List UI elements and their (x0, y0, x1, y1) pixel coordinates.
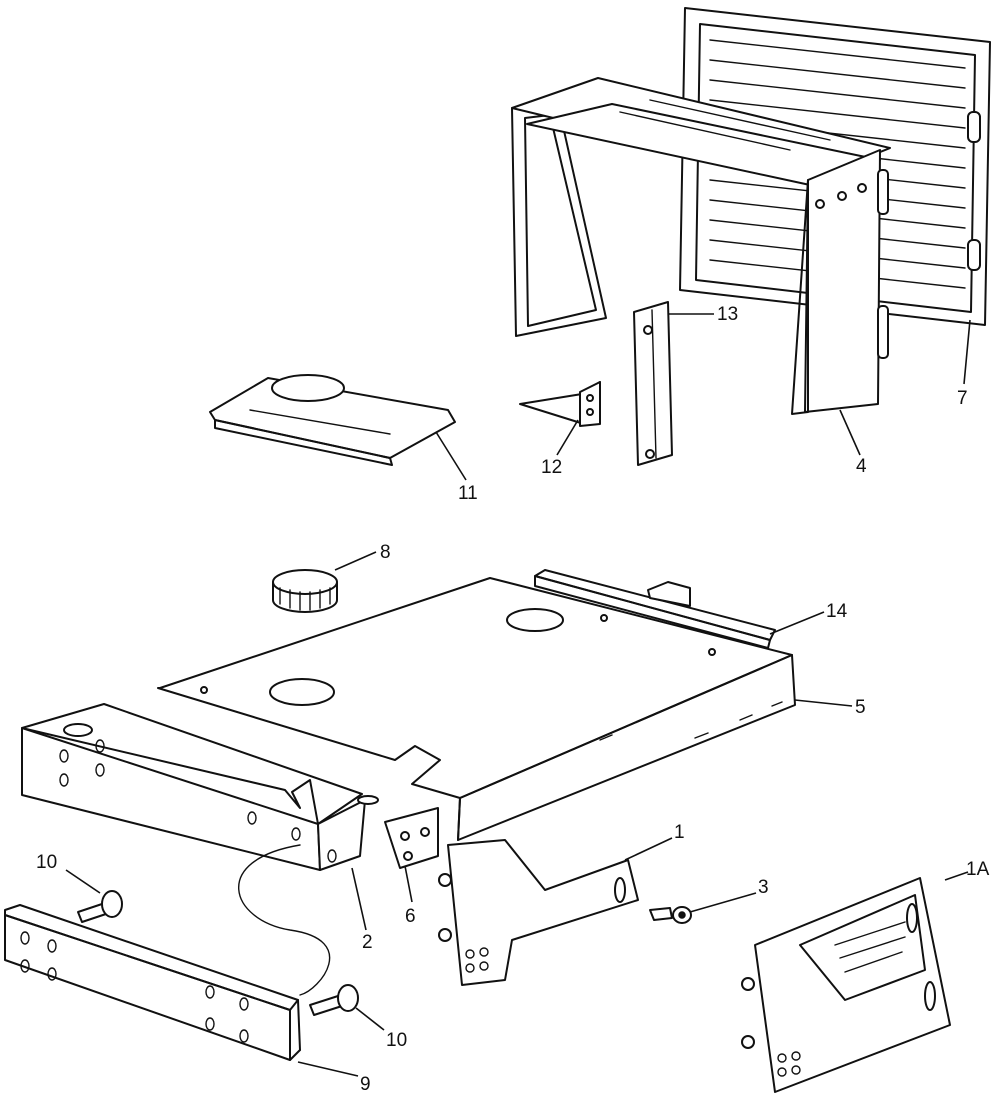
leader-lines (65, 313, 971, 1077)
part-8-clamp-ring (272, 569, 338, 613)
part-6-small-bracket (384, 807, 439, 869)
callout-5: 5 (855, 697, 866, 718)
callout-7: 7 (957, 388, 968, 409)
callout-13: 13 (717, 304, 738, 325)
callout-11: 11 (458, 483, 478, 504)
callout-12: 12 (541, 457, 562, 478)
part-3-wing-nut (649, 906, 692, 924)
part-9-flat-bar (4, 904, 301, 1061)
part-12-angle-bracket (519, 381, 601, 427)
part-13-vertical-bracket (633, 301, 673, 466)
part-11-cover-plate (209, 374, 456, 466)
callout-1a: 1A (966, 859, 990, 880)
callout-6: 6 (405, 906, 416, 927)
callout-9: 9 (360, 1074, 371, 1095)
part-10-bolt-lower (309, 984, 359, 1016)
part-1a-side-plate (741, 877, 951, 1093)
part-14-rail (534, 569, 776, 649)
callout-labels: 1A 1 2 3 4 5 6 7 8 9 10 10 11 12 13 14 (36, 304, 990, 1095)
callout-8: 8 (380, 542, 391, 563)
callout-14: 14 (826, 601, 848, 622)
part-1-side-plate (438, 839, 639, 986)
part-5-tray (157, 577, 796, 841)
callout-10-upper: 10 (36, 852, 57, 873)
callout-1: 1 (674, 822, 685, 843)
callout-4: 4 (856, 456, 867, 477)
callout-10-lower: 10 (386, 1030, 407, 1051)
callout-3: 3 (758, 877, 769, 898)
part-4-frame (511, 77, 891, 415)
part-10-bolt-upper (77, 890, 123, 923)
callout-2: 2 (362, 932, 373, 953)
part-2-channel-bracket (21, 703, 379, 871)
cable (238, 844, 331, 996)
